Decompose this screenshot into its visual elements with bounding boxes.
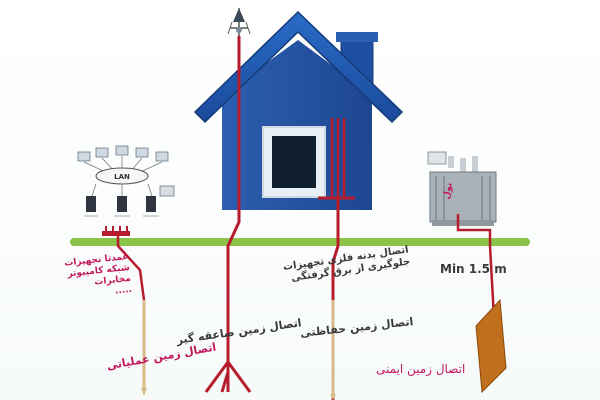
safety-ground-label: اتصال زمین ایمنی <box>376 362 466 376</box>
house-wall <box>222 40 372 210</box>
lightning-electrode <box>204 361 252 393</box>
house-window-pane <box>272 136 316 188</box>
equipment-network-label: عمدتا تجهیزات شبکه کامپیوتر مخابرات ....… <box>64 252 133 302</box>
ground-line <box>70 238 530 246</box>
lightning-wire <box>226 36 241 392</box>
min-depth-label: Min 1.5 m <box>440 262 507 276</box>
safety-ground-wire <box>456 214 496 319</box>
lan-label: LAN <box>114 173 130 181</box>
lightning-rod-icon <box>227 8 251 38</box>
ground-plate <box>475 298 507 394</box>
house-roof <box>193 10 404 124</box>
ground-rods <box>141 300 336 400</box>
chimney-cap <box>336 32 378 42</box>
transformer-icon <box>427 151 497 226</box>
network-computers-icon <box>77 145 175 217</box>
